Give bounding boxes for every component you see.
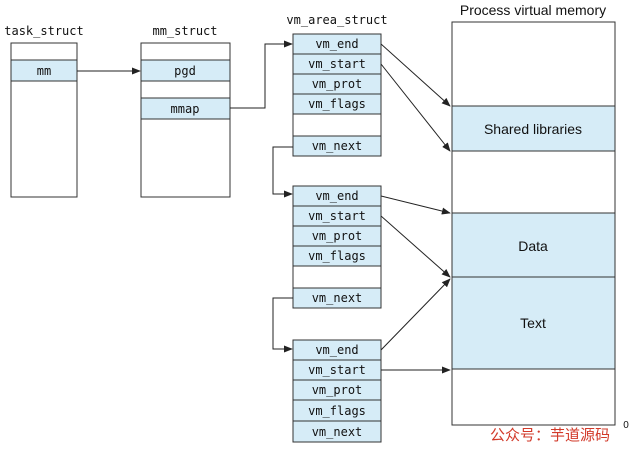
watermark-text: 公众号：芋道源码 <box>490 427 610 444</box>
vm-area-3-field <box>292 420 382 443</box>
vm-area-1-vm-start-label: vm_start <box>308 57 366 71</box>
vm-area-1-vm-next-label: vm_next <box>312 139 363 153</box>
vm-area-2: vm_end vm_start vm_prot vm_flags vm_next <box>292 185 382 309</box>
mm-struct-pgd-field <box>140 59 231 82</box>
mm-struct-title: mm_struct <box>152 24 217 38</box>
task-struct-title: task_struct <box>4 24 83 38</box>
vm-area-2-vm-flags-label: vm_flags <box>308 249 366 263</box>
region-data <box>451 212 616 278</box>
address-zero-label: 0 <box>623 420 629 431</box>
vm-area-3-vm-next-label: vm_next <box>312 425 363 439</box>
vm-area-1-field <box>292 135 382 157</box>
vm-area-3-vm-flags-label: vm_flags <box>308 404 366 418</box>
arrow-vm-next-1-to-vm-area-2 <box>272 146 293 198</box>
arrow-vm-next-2-to-vm-area-3 <box>272 297 293 353</box>
arrow-vm-end-3-to-memory <box>380 278 451 351</box>
vm-area-1: vm_end vm_start vm_prot vm_flags vm_next <box>292 33 382 157</box>
region-shared-libraries <box>451 105 616 152</box>
connectors <box>77 40 451 374</box>
arrow-vm-end-2-to-memory <box>380 195 451 215</box>
region-text <box>451 276 616 370</box>
arrow-vm-end-1-to-memory <box>380 43 451 107</box>
vm-area-2-vm-start-label: vm_start <box>308 209 366 223</box>
vm-area-3-vm-prot-label: vm_prot <box>312 383 363 397</box>
vm-area-1-empty-field <box>292 113 382 137</box>
task-struct: task_struct mm <box>4 24 84 198</box>
region-shared-libraries-label: Shared libraries <box>484 121 582 137</box>
vm-area-2-vm-prot-label: vm_prot <box>312 229 363 243</box>
vm-area-1-vm-prot-label: vm_prot <box>312 77 363 91</box>
mm-struct-mmap-label: mmap <box>171 102 200 116</box>
vm-area-3: vm_end vm_start vm_prot vm_flags vm_next <box>292 339 382 443</box>
vm-area-1-vm-flags-label: vm_flags <box>308 97 366 111</box>
mm-struct-pgd-label: pgd <box>174 64 196 78</box>
region-text-label: Text <box>520 315 546 331</box>
arrow-mmap-to-vm-area-1 <box>230 40 293 109</box>
process-memory-title: Process virtual memory <box>460 2 606 18</box>
arrow-vm-start-2-to-memory <box>380 215 451 278</box>
process-virtual-memory: Process virtual memory Shared libraries … <box>451 2 629 431</box>
task-struct-mm-label: mm <box>37 64 51 78</box>
vm-area-3-vm-start-label: vm_start <box>308 363 366 377</box>
vm-area-2-vm-next-label: vm_next <box>312 291 363 305</box>
arrow-vm-start-1-to-memory <box>380 63 451 152</box>
vm-area-2-vm-end-label: vm_end <box>315 189 358 203</box>
vm-area-struct-title: vm_area_struct <box>286 13 387 27</box>
vm-area-1-vm-end-label: vm_end <box>315 37 358 51</box>
vm-area-2-empty-field <box>292 265 382 289</box>
vm-area-3-vm-end-label: vm_end <box>315 343 358 357</box>
mm-struct: mm_struct pgd mmap <box>140 24 231 198</box>
region-data-label: Data <box>518 238 548 254</box>
